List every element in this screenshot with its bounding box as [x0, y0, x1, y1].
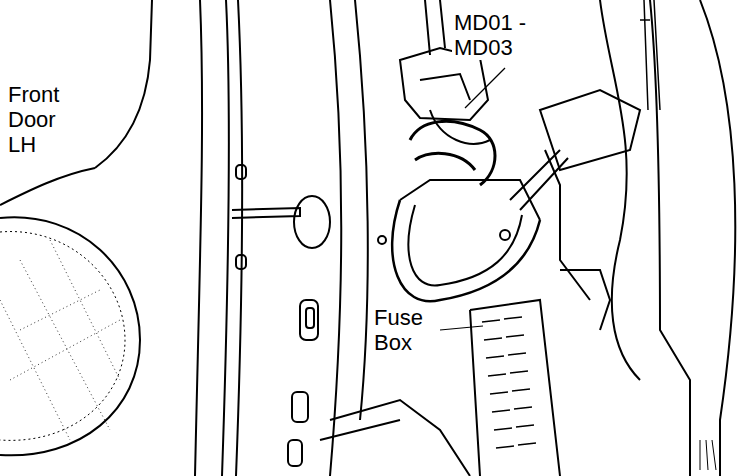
connector-label: MD01 - MD03	[452, 10, 538, 60]
door-label: Front Door LH	[6, 82, 72, 157]
fuse-box-label: Fuse Box	[372, 305, 438, 355]
